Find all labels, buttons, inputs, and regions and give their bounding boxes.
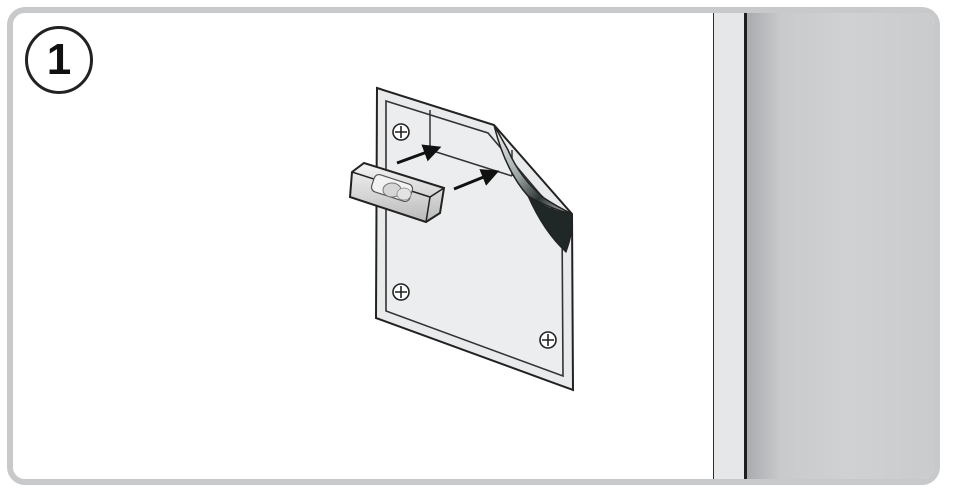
arrow-icon bbox=[396, 144, 442, 165]
step-number-badge: 1 bbox=[25, 26, 93, 94]
wall-area bbox=[13, 13, 713, 479]
spirit-level-icon bbox=[348, 161, 446, 224]
screw-icon bbox=[392, 283, 410, 301]
screw-icon bbox=[392, 123, 410, 141]
door-panel bbox=[747, 13, 934, 479]
panel-frame bbox=[7, 7, 940, 485]
door-frame-strip bbox=[713, 13, 747, 479]
arrow-icon bbox=[453, 169, 500, 191]
step-number: 1 bbox=[46, 35, 72, 84]
screw-icon bbox=[539, 331, 557, 349]
mounting-template-icon bbox=[374, 86, 575, 392]
